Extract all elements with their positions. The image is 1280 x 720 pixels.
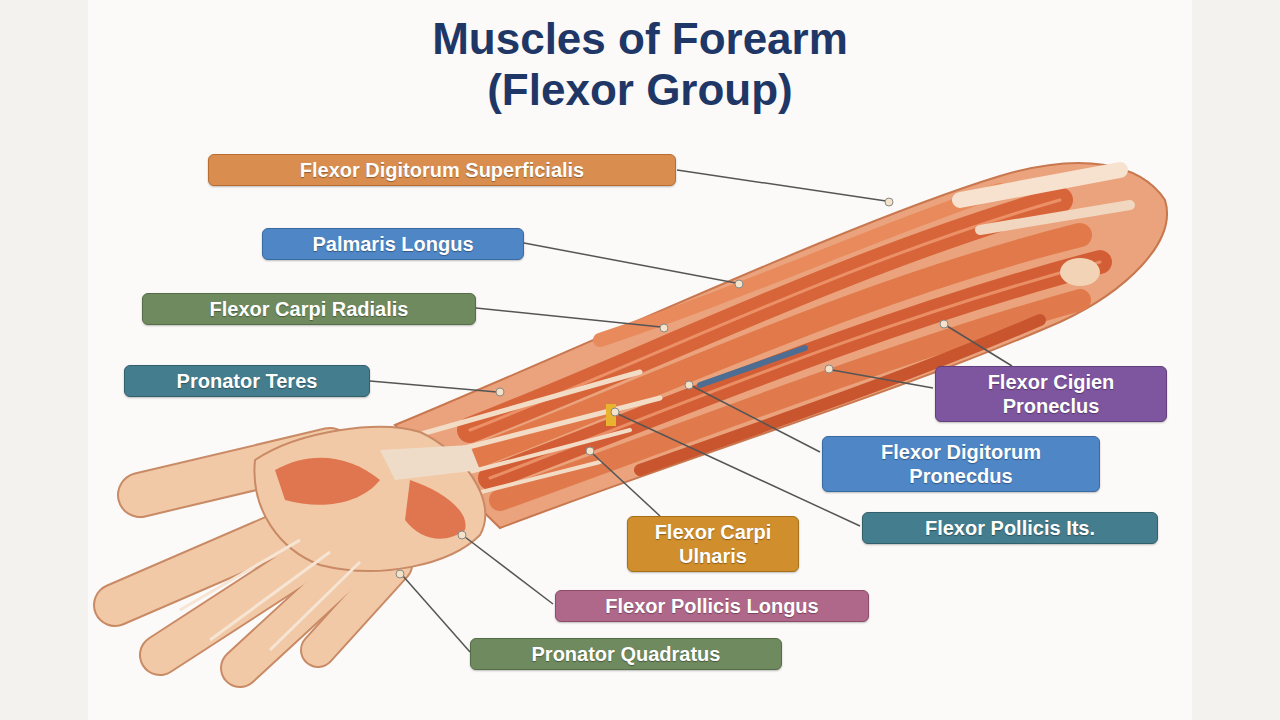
- muscle-name: Flexor Digitorum Superficialis: [221, 158, 663, 182]
- muscle-name: Palmaris Longus: [275, 232, 511, 256]
- muscle-label: Pronator Teres: [124, 365, 370, 397]
- muscle-label: Flexor Cigien Proneclus: [935, 366, 1167, 422]
- muscle-label: Flexor Carpi Ulnaris: [627, 516, 799, 572]
- muscle-name: Flexor Pollicis Its.: [875, 516, 1145, 540]
- muscle-label: Flexor Pollicis Longus: [555, 590, 869, 622]
- muscle-label: Palmaris Longus: [262, 228, 524, 260]
- muscle-name: Flexor Carpi Radialis: [155, 297, 463, 321]
- muscle-label: Flexor Pollicis Its.: [862, 512, 1158, 544]
- diagram-title: Muscles of Forearm (Flexor Group): [380, 14, 900, 115]
- muscle-label: Flexor Carpi Radialis: [142, 293, 476, 325]
- muscle-label: Flexor Digitorum Superficialis: [208, 154, 676, 186]
- muscle-name: Flexor Digitorum Pronecdus: [835, 440, 1087, 488]
- title-block: Muscles of Forearm (Flexor Group): [0, 14, 1280, 115]
- muscle-name: Pronator Teres: [137, 369, 357, 393]
- muscle-label: Pronator Quadratus: [470, 638, 782, 670]
- muscle-label: Flexor Digitorum Pronecdus: [822, 436, 1100, 492]
- muscle-name: Flexor Carpi Ulnaris: [640, 520, 786, 568]
- muscle-name: Flexor Cigien Proneclus: [948, 370, 1154, 418]
- muscle-name: Flexor Pollicis Longus: [568, 594, 856, 618]
- muscle-name: Pronator Quadratus: [483, 642, 769, 666]
